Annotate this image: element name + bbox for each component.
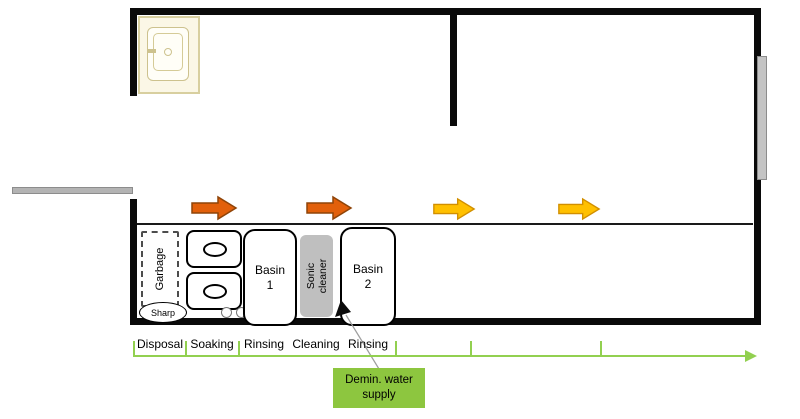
sink-faucet-icon (148, 49, 156, 53)
demin-leader (335, 300, 380, 370)
basin-2-label-line1: Basin (352, 261, 384, 276)
basin-1-label-line2: 1 (266, 277, 274, 292)
zone-label-rinsing-1: Rinsing (243, 337, 285, 351)
sonic-label-line2: cleaner (316, 258, 329, 294)
sharp-label: Sharp (150, 307, 176, 318)
drain-icon (203, 284, 227, 299)
arrowhead-right-icon (745, 350, 757, 362)
arrow-right-icon (191, 195, 238, 221)
basin-2: Basin 2 (340, 227, 396, 326)
wall-top (130, 8, 761, 15)
arrow-right-icon (433, 197, 476, 221)
zone-label-cleaning: Cleaning (292, 337, 340, 351)
timeline-tick-2 (185, 341, 187, 357)
timeline-line (133, 355, 747, 357)
timeline-tick-3 (238, 341, 240, 357)
basin-2-label-line2: 2 (364, 276, 372, 291)
garbage-label: Garbage (154, 247, 166, 291)
timeline-tick-4 (395, 341, 397, 357)
wall-left-upper (130, 8, 137, 96)
zone-label-soaking: Soaking (190, 337, 234, 351)
timeline-tick-5 (470, 341, 472, 357)
arrow-right-icon (306, 195, 353, 221)
flow-arrow-2 (306, 195, 353, 221)
pass-through-hatch (757, 56, 767, 180)
timeline-tick-1 (133, 341, 135, 357)
soak-sink-1 (186, 230, 242, 268)
sink-icon (138, 16, 200, 94)
soak-sink-2 (186, 272, 242, 310)
sonic-label-line1: Sonic (304, 262, 317, 290)
flow-arrow-4 (558, 197, 601, 221)
counter-edge (137, 223, 753, 225)
sink-drain-icon (164, 48, 172, 56)
flow-arrow-3 (433, 197, 476, 221)
basin-1-label-line1: Basin (254, 262, 286, 277)
sonic-cleaner: Sonic cleaner (300, 235, 333, 317)
zone-label-rinsing-2: Rinsing (347, 337, 389, 351)
garbage-bin: Garbage (141, 231, 179, 307)
basin-1: Basin 1 (243, 229, 297, 326)
sharp-container: Sharp (139, 302, 187, 323)
wall-interior-partition (450, 8, 457, 126)
sonic-cleaner-label: Sonic cleaner (304, 236, 328, 316)
flow-arrow-1 (191, 195, 238, 221)
timeline-tick-6 (600, 341, 602, 357)
arrow-right-icon (558, 197, 601, 221)
zone-label-disposal: Disposal (136, 337, 184, 351)
drain-icon (203, 242, 227, 257)
wall-left-lower (130, 199, 137, 325)
demin-label-line2: supply (362, 389, 396, 401)
entrance-door (12, 187, 133, 194)
demin-label-line1: Demin. water (345, 374, 413, 387)
faucet-knob-1 (221, 307, 232, 318)
demin-water-supply-label: Demin. water supply (333, 368, 425, 408)
water-valve-icon (335, 300, 351, 317)
wall-bottom (130, 318, 761, 325)
leader-line (345, 314, 380, 370)
